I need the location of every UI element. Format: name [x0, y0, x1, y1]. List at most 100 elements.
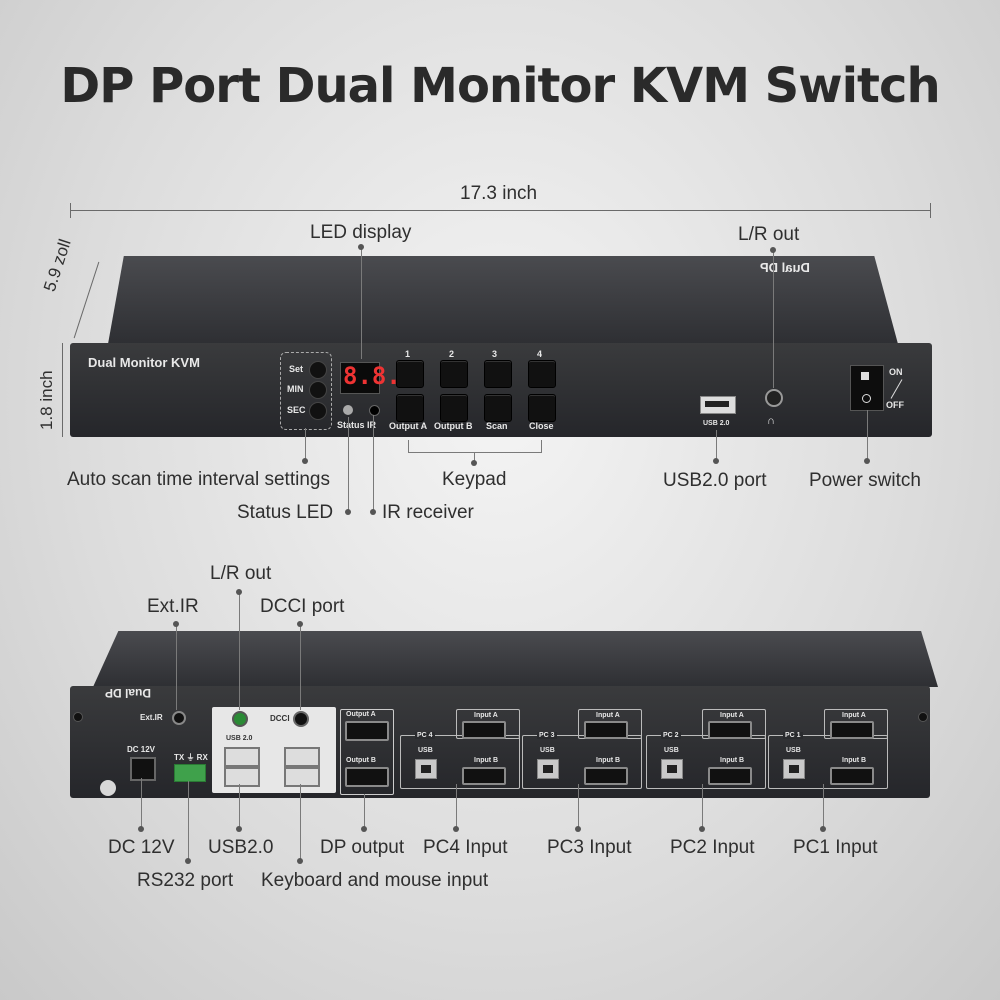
key-2-button[interactable]: [440, 360, 468, 388]
dcci-jack[interactable]: [293, 711, 309, 727]
mouse-usb-port[interactable]: [284, 767, 320, 787]
led-display: [340, 362, 380, 394]
callout-usb-port: USB2.0 port: [663, 470, 767, 491]
callout-power-switch: Power switch: [809, 470, 921, 491]
pc1-input-b-label: Input B: [842, 757, 867, 764]
ir-receiver-leader: [373, 415, 374, 511]
keypad-bracket-base: [408, 452, 542, 453]
output-a-button[interactable]: [396, 394, 424, 422]
pc3-dp-input-a-port[interactable]: [584, 721, 628, 739]
keyboard-usb-port[interactable]: [284, 747, 320, 767]
width-dimension-line: [70, 210, 930, 211]
width-label: 17.3 inch: [460, 183, 538, 204]
usb-port-leader: [716, 430, 717, 462]
set-label: Set: [289, 364, 304, 374]
usb20-dot: [236, 826, 242, 832]
rear-audio-jack[interactable]: [232, 711, 248, 727]
pc3-input-a-label: Input A: [596, 712, 620, 719]
power-switch-dot: [864, 458, 870, 464]
pc3-usb-b-port[interactable]: [537, 759, 559, 779]
callout-rs232: RS232 port: [137, 870, 234, 891]
power-switch-leader: [867, 410, 868, 462]
pc4-input-a-label: Input A: [474, 712, 498, 719]
headphone-icon: ∩: [767, 415, 775, 427]
close-label: Close: [529, 421, 554, 431]
pc4-usb-label: USB: [418, 747, 433, 754]
ext-ir-jack[interactable]: [172, 711, 186, 725]
pc3-group-outline: [522, 735, 642, 789]
dp-output-leader: [364, 794, 365, 830]
status-led: [343, 405, 353, 415]
key-4-button[interactable]: [528, 360, 556, 388]
pc2-dot: [699, 826, 705, 832]
callout-status-led: Status LED: [237, 502, 334, 523]
lr-out-rear-dot: [236, 589, 242, 595]
key-3-button[interactable]: [484, 360, 512, 388]
dp-output-a-port[interactable]: [345, 721, 389, 741]
keypad-dot: [471, 460, 477, 466]
min-label: MIN: [287, 384, 304, 394]
set-button[interactable]: [309, 361, 327, 379]
depth-dimension-line: [73, 261, 100, 339]
auto-scan-dot: [302, 458, 308, 464]
rs232-terminal[interactable]: [174, 764, 206, 782]
callout-led-display: LED display: [310, 222, 412, 243]
key-1-button[interactable]: [396, 360, 424, 388]
sec-button[interactable]: [309, 402, 327, 420]
callout-pc2: PC2 Input: [670, 837, 755, 858]
usb20-leader: [239, 784, 240, 830]
switch-on-label: ON: [889, 367, 903, 377]
pc4-usb-b-port[interactable]: [415, 759, 437, 779]
pc2-input-b-label: Input B: [720, 757, 745, 764]
pc1-dot: [820, 826, 826, 832]
rear-usb-port-1[interactable]: [224, 747, 260, 767]
pc2-group-outline: [646, 735, 766, 789]
pc2-dp-input-a-port[interactable]: [708, 721, 752, 739]
front-usb-tongue: [705, 401, 729, 407]
front-audio-jack[interactable]: [765, 389, 783, 407]
led-display-dot: [358, 244, 364, 250]
auto-scan-leader: [305, 428, 306, 462]
dcci-leader: [300, 624, 301, 710]
dcci-dot: [297, 621, 303, 627]
output-b-label: Output B: [434, 421, 473, 431]
pc1-dp-input-b-port[interactable]: [830, 767, 874, 785]
pc2-dp-input-b-port[interactable]: [708, 767, 752, 785]
ir-receiver-dot: [370, 509, 376, 515]
rear-device-top: [93, 631, 938, 687]
min-button[interactable]: [309, 381, 327, 399]
power-switch-on-mark: [861, 372, 869, 380]
pc2-label: PC 2: [661, 732, 681, 739]
callout-auto-scan: Auto scan time interval settings: [67, 469, 330, 490]
scan-button[interactable]: [484, 394, 512, 422]
callout-dp-output: DP output: [320, 837, 405, 858]
pc4-dp-input-a-port[interactable]: [462, 721, 506, 739]
rear-screw-right: [918, 712, 928, 722]
key-3-label: 3: [492, 349, 498, 359]
scan-label: Scan: [486, 421, 508, 431]
pc2-leader: [702, 784, 703, 830]
dc-jack[interactable]: [130, 757, 156, 781]
pc4-dp-input-b-port[interactable]: [462, 767, 506, 785]
pc1-dp-input-a-port[interactable]: [830, 721, 874, 739]
dp-output-b-port[interactable]: [345, 767, 389, 787]
pc1-usb-b-port[interactable]: [783, 759, 805, 779]
pc2-usb-b-port[interactable]: [661, 759, 683, 779]
pc3-dp-input-b-port[interactable]: [584, 767, 628, 785]
close-button[interactable]: [528, 394, 556, 422]
pc4-input-b-label: Input B: [474, 757, 499, 764]
ir-receiver-window: [369, 405, 380, 416]
pc3-usb-label: USB: [540, 747, 555, 754]
rear-usb-port-2[interactable]: [224, 767, 260, 787]
led-display-leader: [361, 247, 362, 359]
front-usb-label: USB 2.0: [703, 420, 730, 427]
pc3-input-b-label: Input B: [596, 757, 621, 764]
dc12v-dot: [138, 826, 144, 832]
ext-ir-leader: [176, 624, 177, 710]
pc2-input-a-label: Input A: [720, 712, 744, 719]
pc1-label: PC 1: [783, 732, 803, 739]
keypad-bracket-left: [408, 440, 409, 452]
pc4-leader: [456, 784, 457, 830]
height-label: 1.8 inch: [37, 370, 56, 430]
output-b-button[interactable]: [440, 394, 468, 422]
